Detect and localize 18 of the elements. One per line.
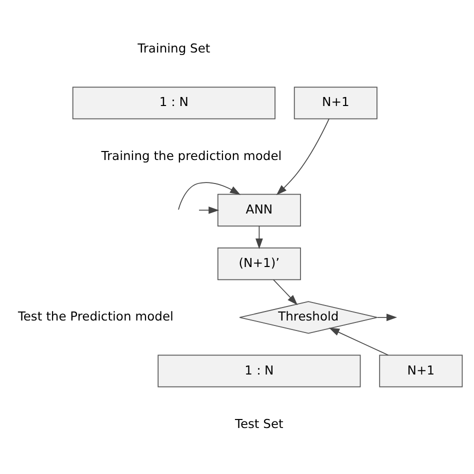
node-diamond: Threshold: [239, 301, 378, 334]
label: Training Set: [138, 42, 210, 56]
label: Training the prediction model: [101, 148, 282, 163]
arrow: [276, 118, 330, 196]
label: Test Set: [235, 416, 284, 431]
label: Test the Prediction model: [18, 310, 174, 324]
arrow: [273, 279, 298, 306]
node-box: (N+1)’: [217, 248, 301, 280]
arrow: [377, 314, 398, 322]
node-box: N+1: [294, 86, 378, 120]
arrow: [256, 226, 263, 250]
arrow: [198, 206, 220, 214]
node-box: 1：N: [158, 354, 361, 388]
arrow: [178, 182, 241, 210]
node-box: N+1: [379, 354, 463, 388]
node-box: ANN: [217, 194, 301, 226]
node-box: 1：N: [72, 86, 276, 120]
arrow: [328, 328, 389, 356]
